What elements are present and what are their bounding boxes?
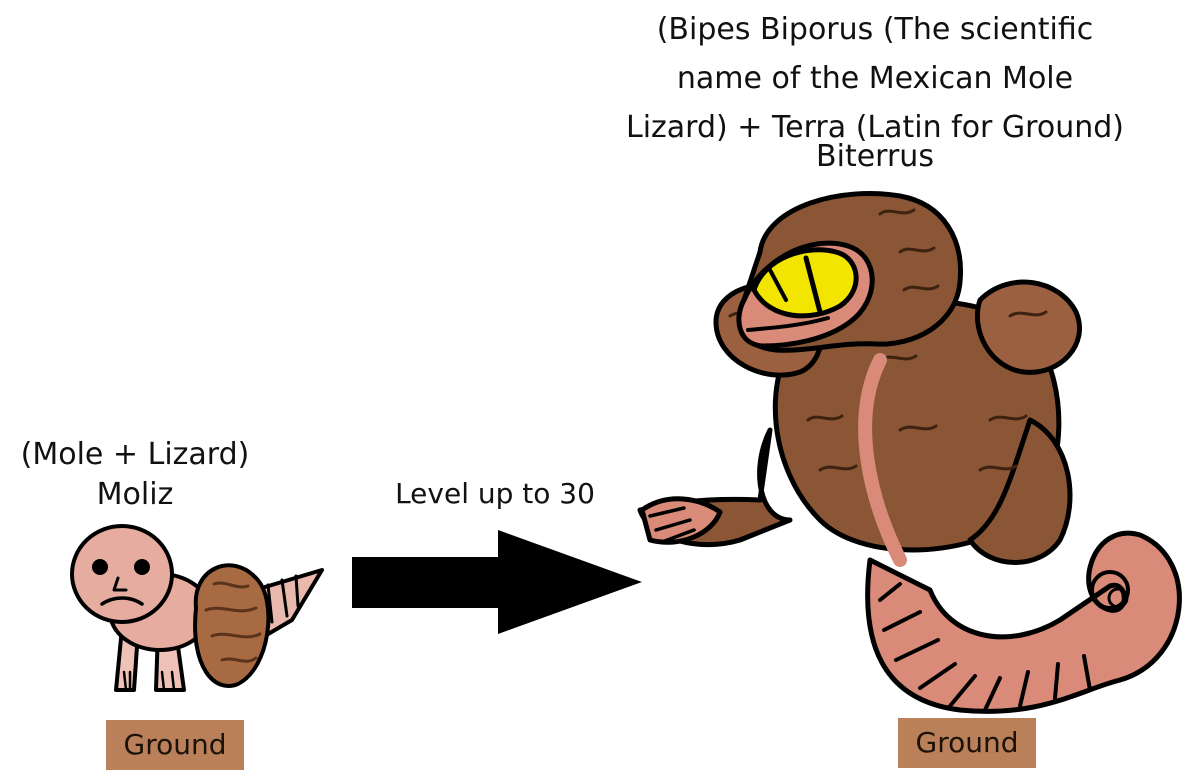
evolution-arrow	[352, 530, 642, 634]
moliz-name: Moliz	[96, 477, 174, 512]
biterrus-name: Biterrus	[816, 139, 934, 174]
moliz-type-badge: Ground	[123, 728, 227, 761]
biterrus-etymology-line: Lizard) + Terra (Latin for Ground)	[626, 110, 1124, 145]
biterrus-etymology: (Bipes Biporus (The scientific name of t…	[610, 5, 1140, 152]
evolution-method-label: Level up to 30	[395, 477, 595, 510]
moliz-illustration	[70, 524, 324, 692]
biterrus-illustration	[637, 191, 1182, 714]
biterrus-type-badge: Ground	[915, 726, 1019, 759]
biterrus-etymology-line: (Bipes Biporus (The scientific	[656, 12, 1094, 47]
biterrus-etymology-line: name of the Mexican Mole	[676, 61, 1074, 96]
pre-type-badge-bg	[106, 720, 244, 770]
moliz-etymology: (Mole + Lizard)	[20, 437, 250, 472]
post-type-badge-bg	[898, 718, 1036, 768]
